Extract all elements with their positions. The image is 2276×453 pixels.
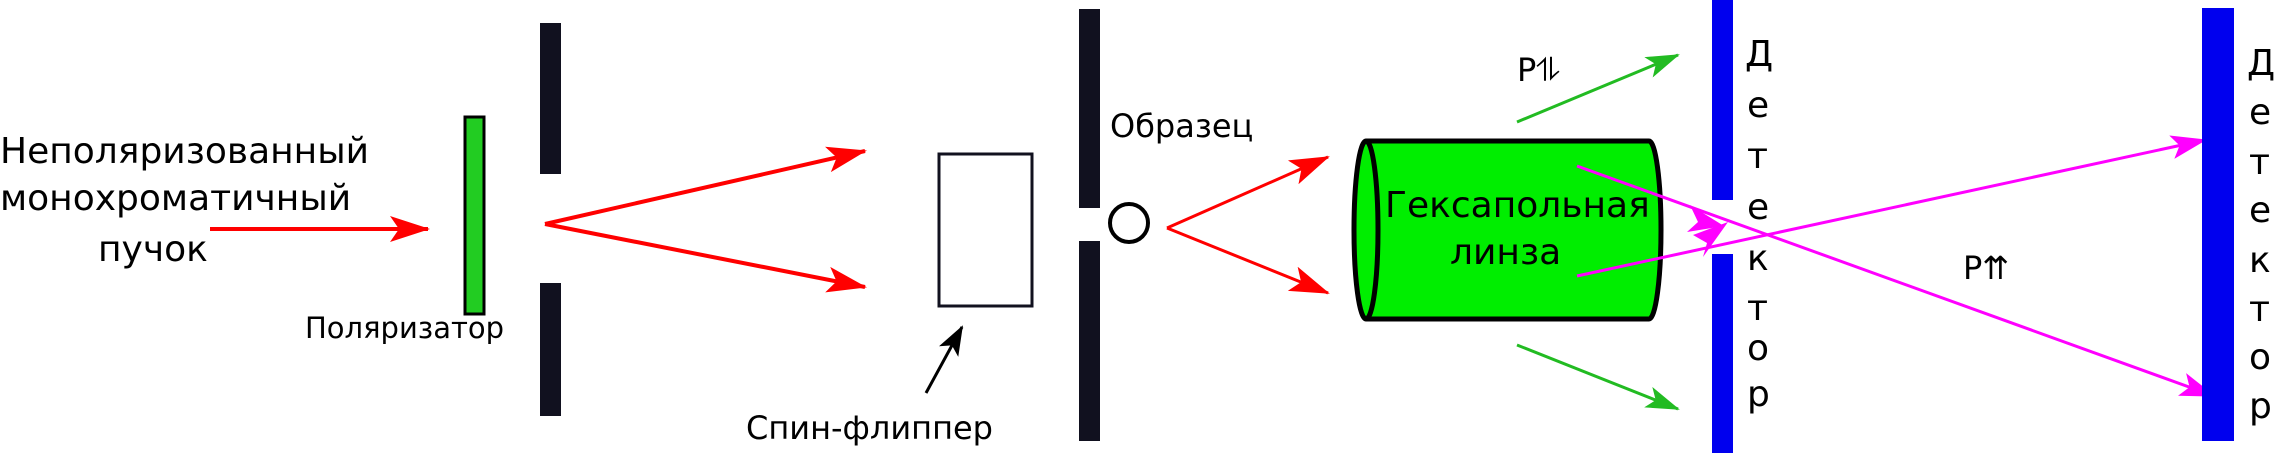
- detector-1-letter: т: [1747, 136, 1768, 177]
- detector-2-letter: т: [2249, 142, 2270, 183]
- beam-label-line3: пучок: [98, 229, 208, 270]
- spin-down-beam-lower: [1516, 343, 1680, 411]
- spin-flipper: [937, 152, 1034, 308]
- scattered-beam-upper: [1166, 155, 1330, 230]
- detector-2-letter: т: [2249, 289, 2270, 330]
- spin-up-beam-a: [1576, 164, 2216, 398]
- detector-1-letter: т: [1747, 288, 1768, 329]
- beam-label-line1: Неполяризованный: [0, 131, 369, 172]
- detector-2-letter: р: [2249, 386, 2272, 427]
- detector-1-letter: о: [1747, 328, 1769, 369]
- detector-2-letter: Д: [2247, 43, 2275, 84]
- detector-2-label: Д е т е к т о р: [2247, 43, 2275, 427]
- beam-divergent-upper: [544, 146, 867, 226]
- lens-label-line2: линза: [1450, 232, 1561, 273]
- detector-2-letter: е: [2249, 92, 2271, 133]
- beam-divergent-lower: [544, 222, 867, 293]
- detector-1-label: Д е т е к т о р: [1745, 34, 1773, 415]
- spin-flipper-label: Спин-флиппер: [746, 409, 993, 447]
- detector-2: [2202, 8, 2234, 441]
- sample: [1108, 202, 1150, 244]
- p-antiparallel-label: P⥮: [1517, 51, 1560, 89]
- detector-1-letter: к: [1747, 238, 1769, 279]
- lens-label-line1: Гексапольная: [1385, 185, 1650, 226]
- polarizer: [463, 115, 486, 316]
- polarizer-label: Поляризатор: [305, 311, 504, 345]
- spin-down-beam-upper: [1516, 53, 1680, 124]
- detector-1-bottom: [1712, 254, 1733, 453]
- scattered-beam-lower: [1166, 226, 1330, 295]
- sample-label: Образец: [1110, 107, 1253, 145]
- detector-2-letter: к: [2249, 240, 2271, 281]
- slit-1-bottom: [540, 283, 561, 416]
- spin-flipper-pointer-arrow: [924, 325, 964, 394]
- detector-1-top: [1712, 0, 1733, 200]
- detector-1-letter: е: [1747, 85, 1769, 126]
- detector-2-letter: е: [2249, 190, 2271, 231]
- detector-1-letter: Д: [1745, 34, 1773, 75]
- spin-up-focus-arrow-b: [1693, 222, 1728, 257]
- p-parallel-label: P⇈: [1963, 249, 2009, 287]
- slit-2-top: [1079, 9, 1100, 208]
- slit-2-bottom: [1079, 241, 1100, 441]
- spin-up-focus-arrow-a: [1687, 205, 1724, 232]
- spin-up-beam-b: [1576, 135, 2207, 278]
- detector-1-letter: р: [1747, 374, 1770, 415]
- detector-2-letter: о: [2249, 337, 2271, 378]
- slit-1-top: [540, 23, 561, 174]
- beam-label-line2: монохроматичный: [0, 178, 351, 219]
- hexapole-lens: [1351, 138, 1664, 322]
- detector-1-letter: е: [1747, 187, 1769, 228]
